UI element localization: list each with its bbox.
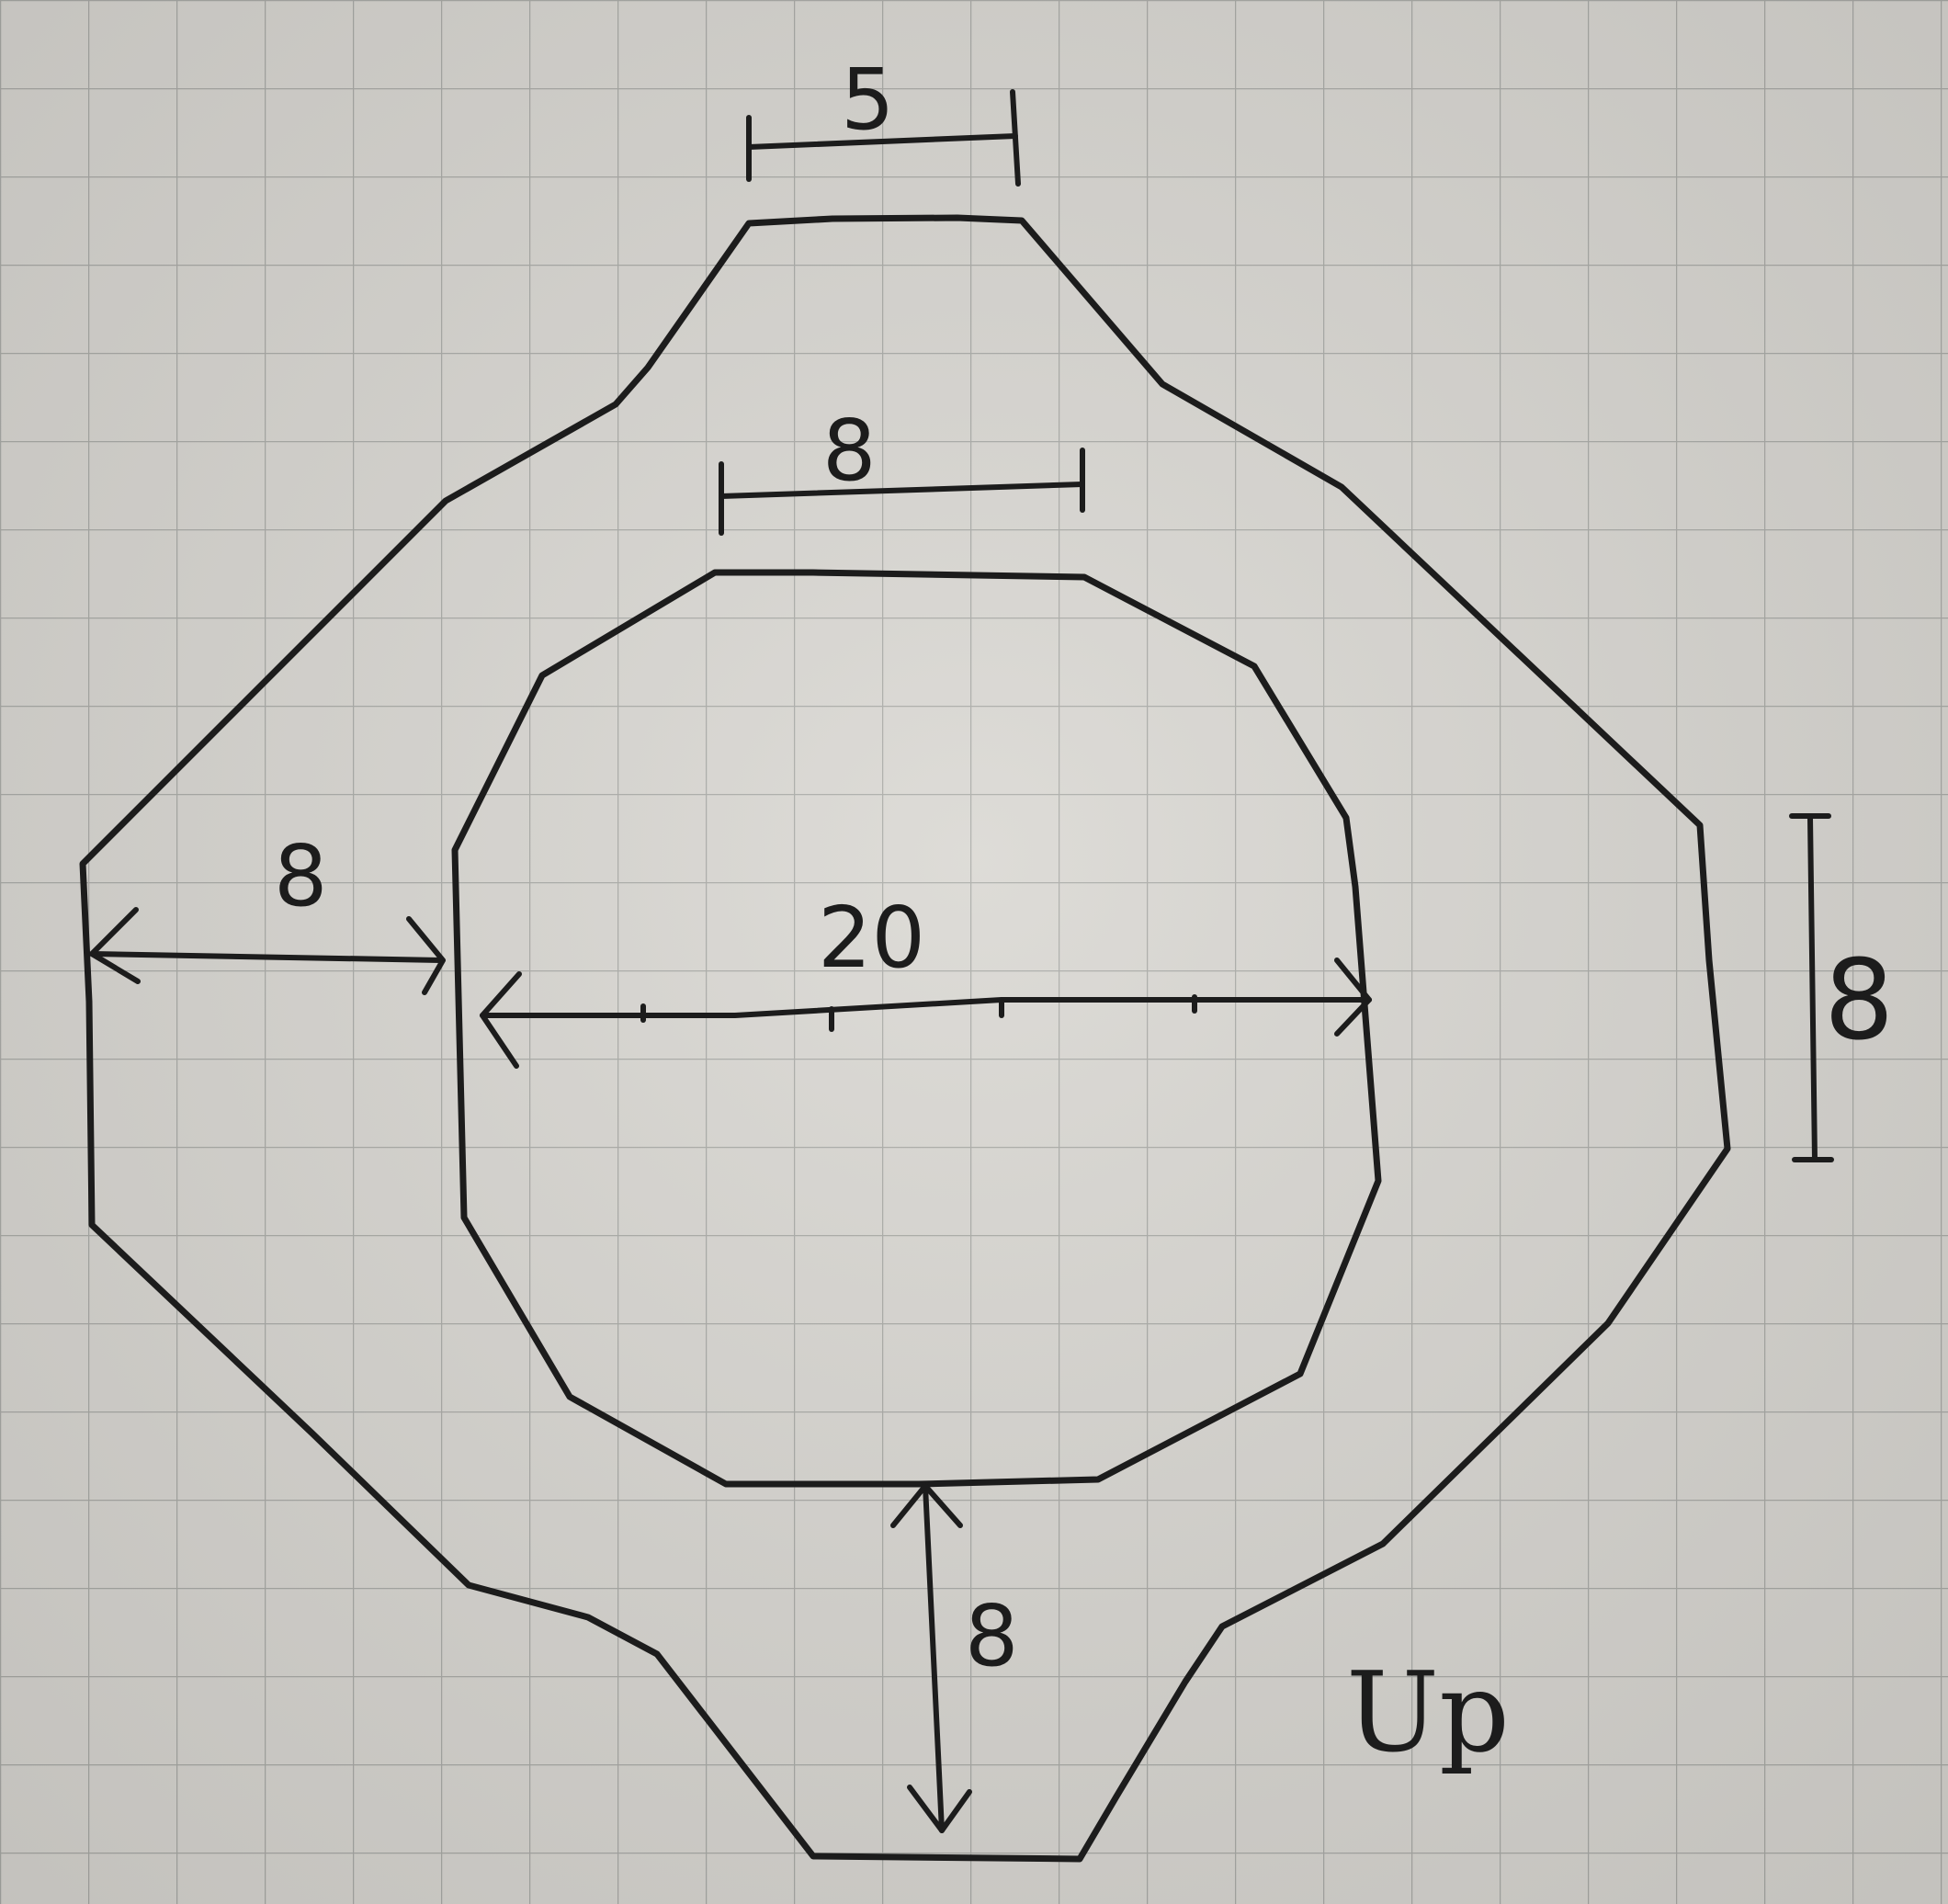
orientation-note-up: Up bbox=[1346, 1649, 1510, 1777]
inner-outline bbox=[451, 569, 1382, 1488]
dimension-bottom-thickness: 8 bbox=[890, 1483, 1019, 1833]
dimension-inner-top-width: 8 bbox=[719, 402, 1085, 536]
dimension-label-top-width: 5 bbox=[841, 51, 895, 149]
dimension-label-right-height: 8 bbox=[1824, 937, 1894, 1065]
dimension-label-inner-width: 20 bbox=[818, 889, 925, 987]
outer-outline bbox=[79, 214, 1731, 1863]
dimension-right-height: 8 bbox=[1789, 813, 1894, 1162]
dimension-left-thickness: 8 bbox=[89, 827, 446, 995]
dimension-top-width: 5 bbox=[746, 51, 1021, 187]
dimension-inner-width: 20 bbox=[480, 889, 1372, 1069]
dimension-label-left-thickness: 8 bbox=[274, 827, 328, 925]
dimension-label-inner-top-width: 8 bbox=[822, 402, 877, 500]
dimension-label-bottom-thickness: 8 bbox=[965, 1587, 1019, 1685]
